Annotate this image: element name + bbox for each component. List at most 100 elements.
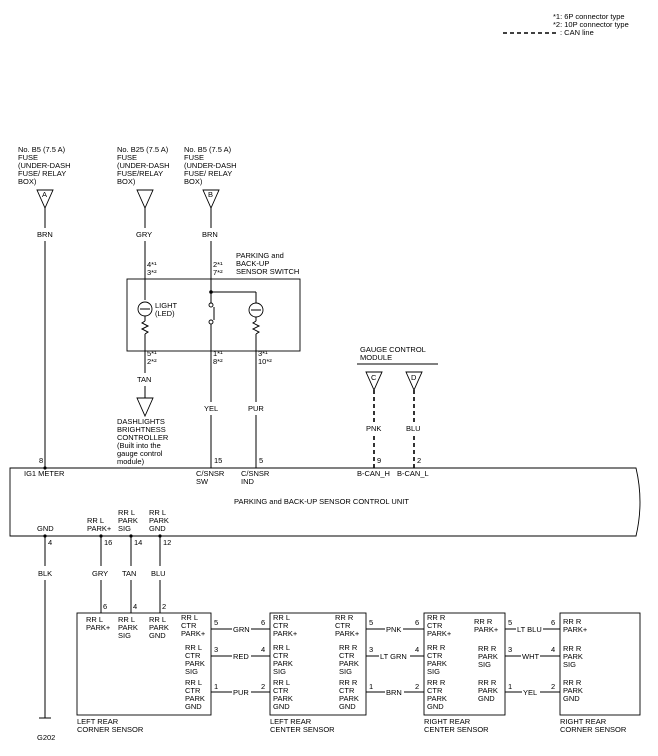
sensor-right-rear-center: 6 4 2 RR R CTR PARK+ RR R CTR PARK SIG R… — [415, 612, 512, 734]
pin-function-label: RR R — [478, 678, 497, 687]
switch-title-2: BACK-UP — [236, 259, 269, 268]
pin-function-label: GND — [185, 702, 202, 711]
pin-function-label: RR L — [118, 615, 135, 624]
pin-function-label: RR R — [339, 643, 358, 652]
pin-function-label: RR R — [427, 643, 446, 652]
sensor-1-name-2: CORNER SENSOR — [77, 725, 144, 734]
fuse-b25-loc1: (UNDER-DASH — [117, 161, 170, 170]
pin-number: 5 — [508, 618, 512, 627]
unit-pin-sw: 15 — [214, 456, 222, 465]
pin-function-label: CTR — [273, 621, 289, 630]
fuse-b25-connector-icon — [136, 189, 154, 210]
wire-color: BLU — [151, 569, 166, 578]
connector-label: RR L — [87, 516, 104, 525]
unit-gnd-label: GND — [37, 524, 54, 533]
switch-out-c-wire: PUR — [248, 404, 264, 413]
sensor-2-name-1: LEFT REAR — [270, 717, 312, 726]
switch-out-b-wire: YEL — [204, 404, 218, 413]
switch-title-3: SENSOR SWITCH — [236, 267, 299, 276]
pin-function-label: SIG — [427, 667, 440, 676]
wire-color: YEL — [523, 688, 537, 697]
ground-label: G202 — [37, 733, 55, 742]
pin-function-label: PARK — [149, 623, 169, 632]
dash-ctrl-3: CONTROLLER — [117, 433, 169, 442]
fuse-a-type: FUSE — [18, 153, 38, 162]
pin-function-label: RR L — [185, 643, 202, 652]
pin-function-label: RR R — [474, 617, 493, 626]
dash-ctrl-6: module) — [117, 457, 145, 466]
gauge-title-2: MODULE — [360, 353, 392, 362]
light-label-2: (LED) — [155, 309, 175, 318]
fuse-a-id: A — [42, 190, 47, 199]
switch-pin-bot-c-2: 10*² — [258, 357, 272, 366]
fuse-a-loc2: FUSE/ RELAY — [18, 169, 66, 178]
pin-function-label: PARK — [273, 659, 293, 668]
connector-label: SIG — [118, 524, 131, 533]
fuse-b25: No. B25 (7.5 A) FUSE (UNDER-DASH FUSE/RE… — [117, 145, 170, 260]
pin-function-label: RR L — [181, 613, 198, 622]
pin-function-label: CTR — [181, 621, 197, 630]
pin-function-label: PARK — [273, 694, 293, 703]
pin-function-label: CTR — [427, 621, 443, 630]
pin-function-label: SIG — [185, 667, 198, 676]
pin-function-label: RR R — [427, 678, 446, 687]
pin-number: 5 — [214, 618, 218, 627]
pin-number: 4 — [261, 645, 265, 654]
pin-function-label: PARK — [118, 623, 138, 632]
dash-ctrl-1: DASHLIGHTS — [117, 417, 165, 426]
pin-number: 3 — [369, 645, 373, 654]
pin-function-label: PARK+ — [181, 629, 206, 638]
pin-function-label: PARK — [185, 659, 205, 668]
pin-function-label: PARK — [478, 686, 498, 695]
fuse-b25-wire-label: GRY — [136, 230, 152, 239]
pin-function-label: PARK — [185, 694, 205, 703]
dashlights-controller: DASHLIGHTS BRIGHTNESS CONTROLLER (Built … — [117, 417, 169, 466]
pin-function-label: RR L — [273, 613, 290, 622]
pin-number: 6 — [261, 618, 265, 627]
pin-function-label: RR L — [273, 643, 290, 652]
switch-contact-bottom — [208, 319, 214, 325]
gauge-connector-c-icon — [365, 371, 383, 392]
dash-ctrl-5: gauge control — [117, 449, 163, 458]
pin-function-label: PARK — [563, 652, 583, 661]
pin-function-label: RR L — [86, 615, 103, 624]
pin-function-label: PARK+ — [273, 629, 298, 638]
pin-function-label: RR R — [478, 644, 497, 653]
pin-number: 6 — [415, 618, 419, 627]
wire-color: LT GRN — [380, 652, 407, 661]
dash-ctrl-4: (Built into the — [117, 441, 161, 450]
pin-function-label: GND — [273, 702, 290, 711]
unit-ig1-label: IG1 METER — [24, 469, 65, 478]
fuse-b-loc3: BOX) — [184, 177, 203, 186]
wire-color: PNK — [386, 625, 401, 634]
connector-label: GND — [149, 524, 166, 533]
fuse-a: No. B5 (7.5 A) FUSE (UNDER-DASH FUSE/ RE… — [18, 145, 71, 470]
switch-pin-bot-a-1: 5*¹ — [147, 349, 157, 358]
pin-function-label: RR R — [339, 678, 358, 687]
pin-function-label: GND — [339, 702, 356, 711]
fuse-b25-rating: No. B25 (7.5 A) — [117, 145, 169, 154]
links-3-4: LT BLU WHT YEL — [505, 625, 560, 697]
wire-color: TAN — [122, 569, 136, 578]
unit-pin-ind: 5 — [259, 456, 263, 465]
fuse-b: No. B5 (7.5 A) FUSE (UNDER-DASH FUSE/ RE… — [184, 145, 237, 260]
resistor-icon — [140, 320, 150, 335]
gauge-wire-c: PNK — [366, 424, 381, 433]
dashlights-connector-icon — [136, 397, 154, 418]
pin-function-label: SIG — [563, 660, 576, 669]
pin-function-label: PARK+ — [427, 629, 452, 638]
connector-label: PARK — [149, 516, 169, 525]
fuse-b-rating: No. B5 (7.5 A) — [184, 145, 232, 154]
unit-canh-label: B-CAN_H — [357, 469, 390, 478]
sensor-2-name-2: CENTER SENSOR — [270, 725, 335, 734]
sensor-4-name-2: CORNER SENSOR — [560, 725, 627, 734]
sensor-4-name-1: RIGHT REAR — [560, 717, 607, 726]
fuse-a-loc1: (UNDER-DASH — [18, 161, 71, 170]
pin-number: 2 — [261, 682, 265, 691]
pin-number: 4 — [133, 602, 137, 611]
indicator-resistor-icon — [251, 320, 261, 335]
sensor-box — [423, 612, 506, 716]
fuse-b25-type: FUSE — [117, 153, 137, 162]
pin-number: 3 — [508, 645, 512, 654]
